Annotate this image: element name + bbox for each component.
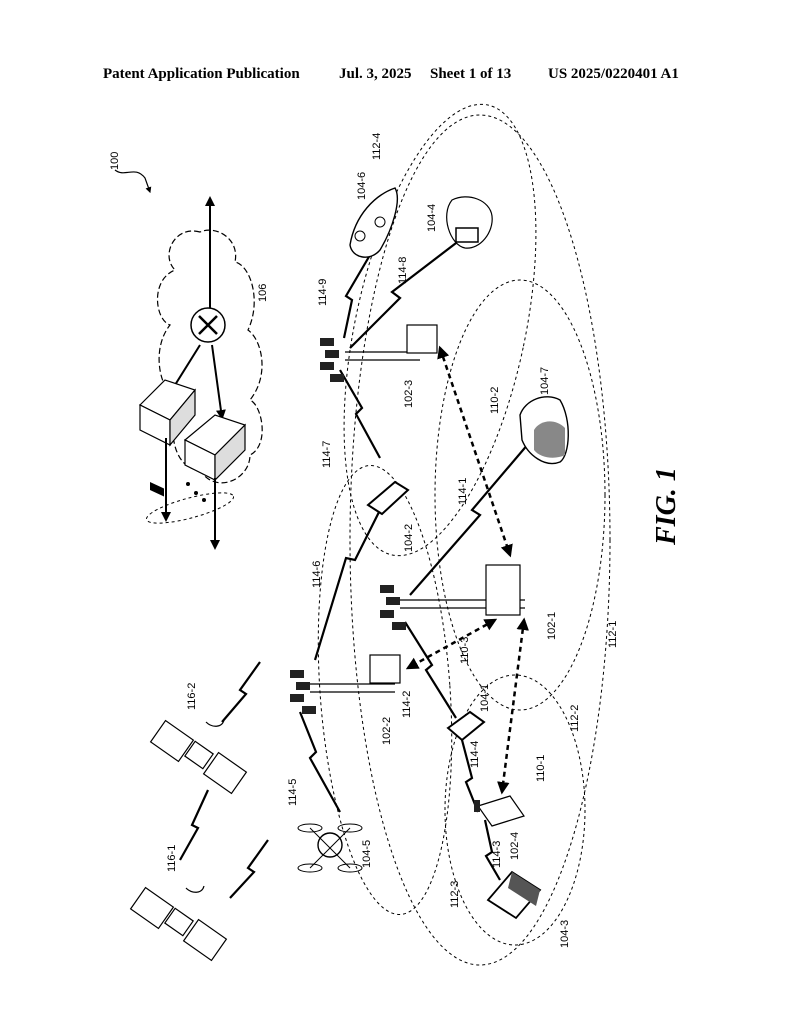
system-ref-arrow	[114, 169, 152, 194]
link-114-8	[349, 239, 461, 349]
coverage-area-112-3	[317, 465, 453, 915]
base-station-label: 102-1	[546, 612, 558, 640]
link-114-4	[460, 739, 480, 813]
link-label: 114-3	[491, 841, 503, 868]
backhaul-links	[405, 345, 529, 795]
base-station-label: 102-2	[381, 717, 393, 745]
base-station-102-2	[290, 654, 401, 714]
link-label: 114-5	[287, 779, 299, 806]
coverage-label: 112-1	[607, 621, 619, 648]
link-label: 114-2	[401, 691, 413, 718]
device-label: 104-7	[539, 367, 551, 395]
coverage-area-112-4	[343, 103, 537, 557]
link-114-1	[409, 429, 541, 596]
backhaul-110-2	[437, 345, 513, 558]
backhaul-label: 110-3	[459, 637, 471, 664]
base-station-102-3	[320, 324, 438, 382]
wireless-links	[179, 239, 541, 899]
reference-labels: 100 106 116-2 116-1 104-5 104-3 104-1 10…	[109, 133, 619, 948]
satellite-116-1	[129, 885, 228, 962]
page-header: Patent Application Publication Jul. 3, 2…	[0, 60, 794, 86]
vr-headset-104-7	[519, 396, 569, 465]
backhaul-110-1	[497, 617, 529, 795]
link-114-3	[483, 819, 501, 881]
satellite-link-116-1a	[179, 789, 210, 861]
link-label: 114-1	[457, 478, 469, 505]
base-station-label: 102-4	[509, 832, 521, 860]
backhaul-110-3	[405, 618, 498, 670]
link-114-2	[404, 621, 457, 719]
device-label: 104-2	[403, 524, 415, 552]
core-network-cloud	[138, 196, 263, 550]
port-ellipse	[145, 492, 235, 524]
system-label: 100	[109, 152, 121, 170]
link-114-5	[298, 711, 341, 813]
link-label: 114-7	[321, 441, 333, 468]
base-station-102-1	[380, 564, 525, 630]
coverage-label: 112-4	[371, 133, 383, 160]
device-label: 104-1	[479, 684, 491, 712]
patent-number: US 2025/0220401 A1	[548, 66, 679, 82]
tablet-104-2	[366, 480, 410, 516]
link-label: 114-9	[317, 279, 329, 306]
link-label: 114-4	[469, 741, 481, 768]
base-station-cabinet	[369, 654, 401, 684]
tablet-104-1	[446, 710, 486, 742]
smartwatch-104-4	[446, 196, 493, 249]
server-icon	[138, 379, 197, 497]
link-114-7	[339, 369, 381, 459]
satellite-label: 116-2	[186, 683, 198, 710]
device-label: 104-3	[559, 920, 571, 948]
device-label: 104-4	[426, 204, 438, 232]
link-114-6	[313, 499, 386, 661]
coverage-area-112-1	[349, 114, 611, 966]
satellite-link-116-2	[221, 661, 261, 723]
coverage-label: 112-3	[449, 881, 461, 908]
base-station-102-4	[474, 795, 525, 827]
cloud-label: 106	[257, 284, 269, 302]
base-station-label: 102-3	[403, 380, 415, 408]
link-label: 114-6	[311, 561, 323, 588]
laptop-104-3	[486, 870, 542, 920]
publication-date: Jul. 3, 2025	[339, 66, 412, 82]
figure-title: FIG. 1	[651, 467, 682, 546]
device-label: 104-6	[356, 172, 368, 200]
publication-label: Patent Application Publication	[103, 66, 300, 82]
base-station-cabinet	[406, 324, 438, 354]
drone-104-5	[297, 823, 363, 873]
backhaul-label: 110-2	[489, 387, 501, 414]
device-label: 104-5	[361, 840, 373, 868]
satellite-link-116-1b	[229, 839, 269, 899]
base-station-cabinet	[485, 564, 521, 616]
satellite-label: 116-1	[166, 845, 178, 872]
car-104-6	[349, 187, 399, 258]
link-114-9	[342, 254, 371, 339]
satellite-116-2	[149, 719, 248, 795]
server-icon	[183, 414, 247, 482]
backhaul-label: 110-1	[535, 755, 547, 782]
coverage-label: 112-2	[569, 705, 581, 732]
sheet-number: Sheet 1 of 13	[430, 66, 512, 82]
link-label: 114-8	[397, 257, 409, 284]
